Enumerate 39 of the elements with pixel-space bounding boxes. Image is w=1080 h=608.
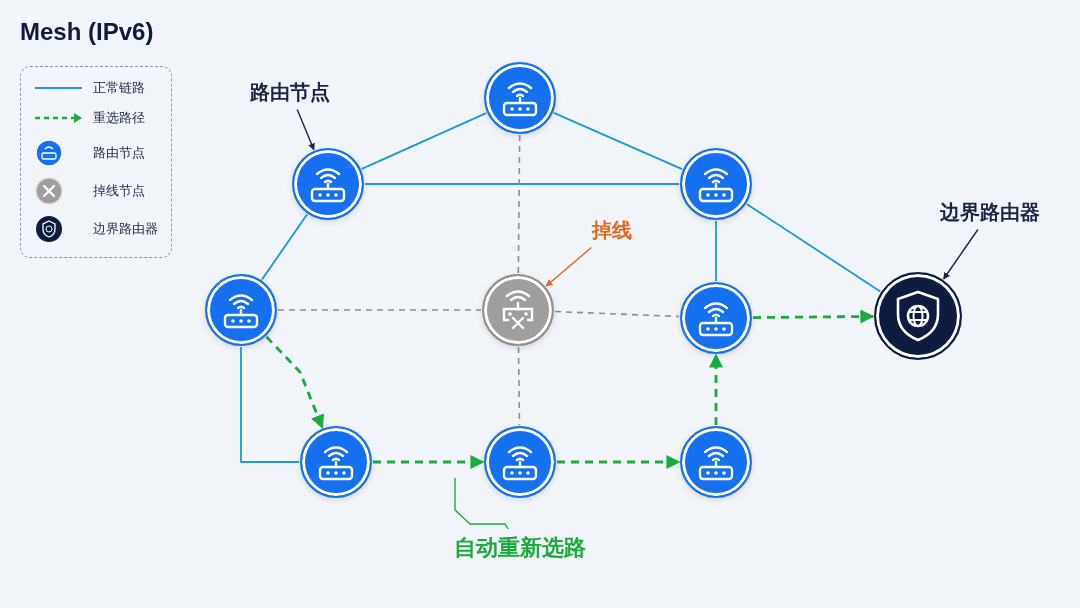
reroute-arrow <box>373 455 485 469</box>
reroute-arrow <box>709 353 723 425</box>
callout-label: 自动重新选路 <box>454 533 586 563</box>
legend-label: 重选路径 <box>93 109 145 127</box>
legend-label: 边界路由器 <box>93 220 158 238</box>
leader-line <box>296 108 315 151</box>
broken-link-line <box>554 310 680 318</box>
link-line <box>261 213 308 281</box>
link-line <box>553 112 683 170</box>
link-line <box>715 220 717 282</box>
leader-line <box>454 477 509 530</box>
reroute-arrow <box>557 455 681 469</box>
router-node <box>484 426 556 498</box>
reroute-arrow <box>265 335 325 429</box>
legend-label: 路由节点 <box>93 144 145 162</box>
offline-router-node <box>482 274 554 346</box>
link-line <box>364 183 680 185</box>
broken-link-line <box>277 309 482 311</box>
router-node <box>292 148 364 220</box>
callout-label: 路由节点 <box>250 78 330 106</box>
router-node <box>680 148 752 220</box>
callout-label: 边界路由器 <box>940 198 1040 226</box>
link-line <box>360 112 488 170</box>
router-node <box>680 426 752 498</box>
router-node <box>680 282 752 354</box>
reroute-arrow <box>753 309 875 324</box>
router-node <box>300 426 372 498</box>
legend-label: 正常链路 <box>93 79 145 97</box>
router-node <box>205 274 277 346</box>
callout-label: 掉线 <box>592 216 632 244</box>
broken-link-line <box>517 346 521 426</box>
diagram-title: Mesh (IPv6) <box>20 18 154 46</box>
router-node <box>484 62 556 134</box>
link-line <box>746 203 882 293</box>
link-line <box>240 346 300 463</box>
leader-line <box>942 228 979 280</box>
leader-line <box>545 246 593 287</box>
broken-link-line <box>517 134 521 274</box>
legend-label: 掉线节点 <box>93 182 145 200</box>
